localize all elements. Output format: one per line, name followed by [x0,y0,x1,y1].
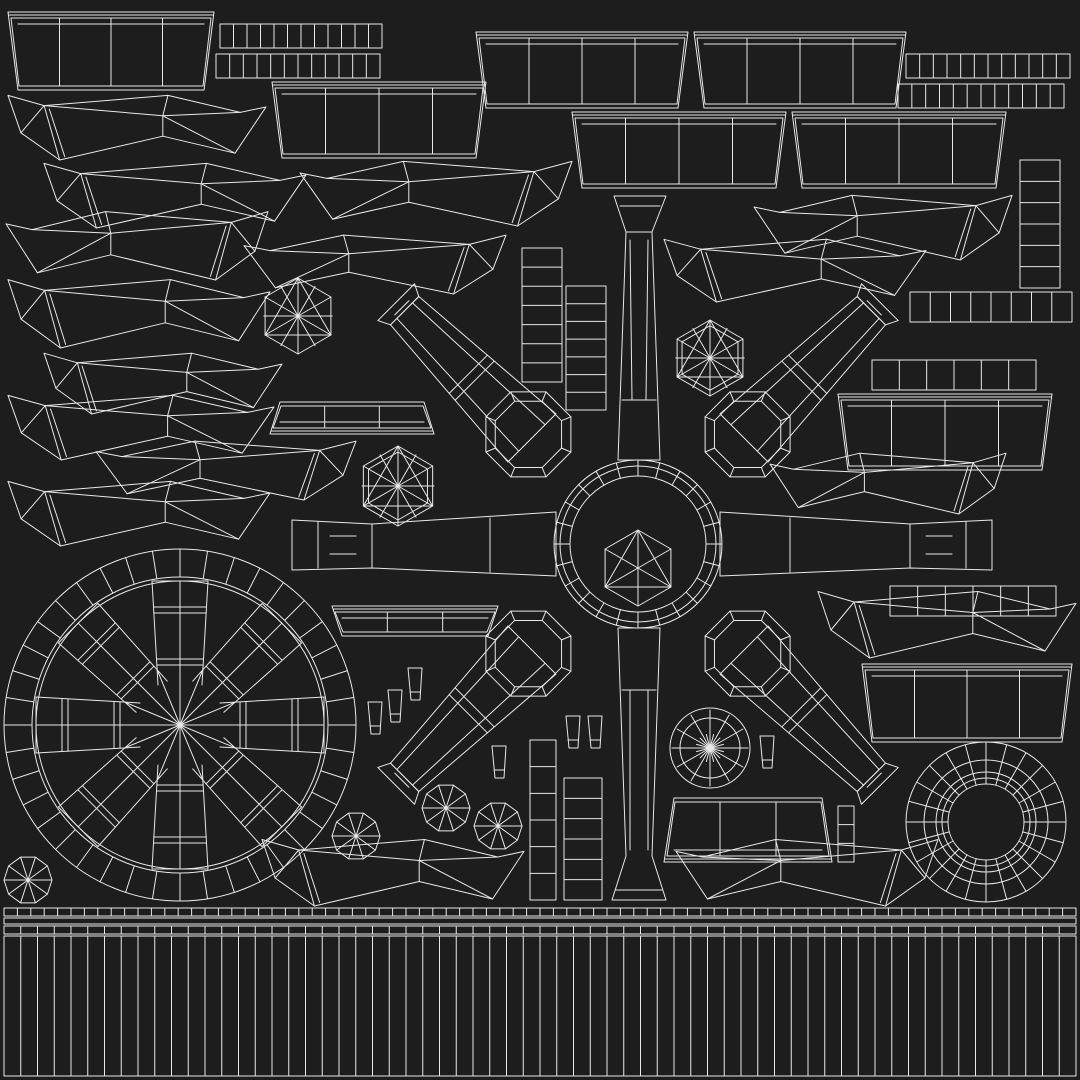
strip-top-left-a [219,23,383,49]
bottom-band [3,907,1077,1077]
strip-right-b [871,359,1037,391]
wedge-bottom-1 [261,839,525,907]
tray-mid-4 [791,111,1007,189]
wedge-right-3 [769,452,1007,515]
wedge-left-3 [299,160,573,227]
wedge-left-6 [7,279,271,349]
wedge-left-10 [95,440,357,501]
wedge-left-1 [7,94,267,161]
wedge-left-11 [7,480,271,547]
tray-mid-3 [571,111,787,189]
tray-left-8 [269,401,435,435]
vstrip-bottom-b [563,777,603,901]
tray-top-mid-2 [693,31,907,109]
pegs [367,667,775,779]
wedge-left-5 [243,234,507,295]
tray-top-mid-1 [475,31,689,109]
tray-right-5 [837,393,1053,471]
big-wheel-left [3,548,357,902]
strip-top-right-b [897,83,1065,109]
wedge-right-2 [663,238,927,303]
tray-left-9 [331,605,499,637]
wedge-left-7 [43,352,283,415]
wedge-left-9 [7,394,275,461]
wedge-left-2 [43,162,307,229]
tray-top-left-1 [7,11,215,91]
uv-islands [3,11,1077,1077]
strip-right-a [909,291,1073,323]
tray-left-2 [271,81,487,159]
wheel-right [905,741,1067,903]
strip-top-right-a [905,53,1071,79]
small-star-4 [473,802,523,850]
hex-left-a [263,277,333,355]
small-star-1 [3,856,53,904]
strip-right-c [889,585,1057,617]
vstrip-bottom-a [529,739,557,901]
spiky-disc [669,707,751,789]
small-star-3 [421,784,471,832]
hex-right-a [675,319,745,397]
vstrip-mid-a [521,247,563,383]
wedge-left-4 [5,211,269,281]
tray-right-6 [861,663,1073,743]
vstrip-bottom-c [837,805,855,863]
vstrip-mid-b [565,285,607,411]
hex-left-b [361,445,435,527]
strip-top-left-b [215,53,381,79]
vstrip-right [1019,159,1061,289]
